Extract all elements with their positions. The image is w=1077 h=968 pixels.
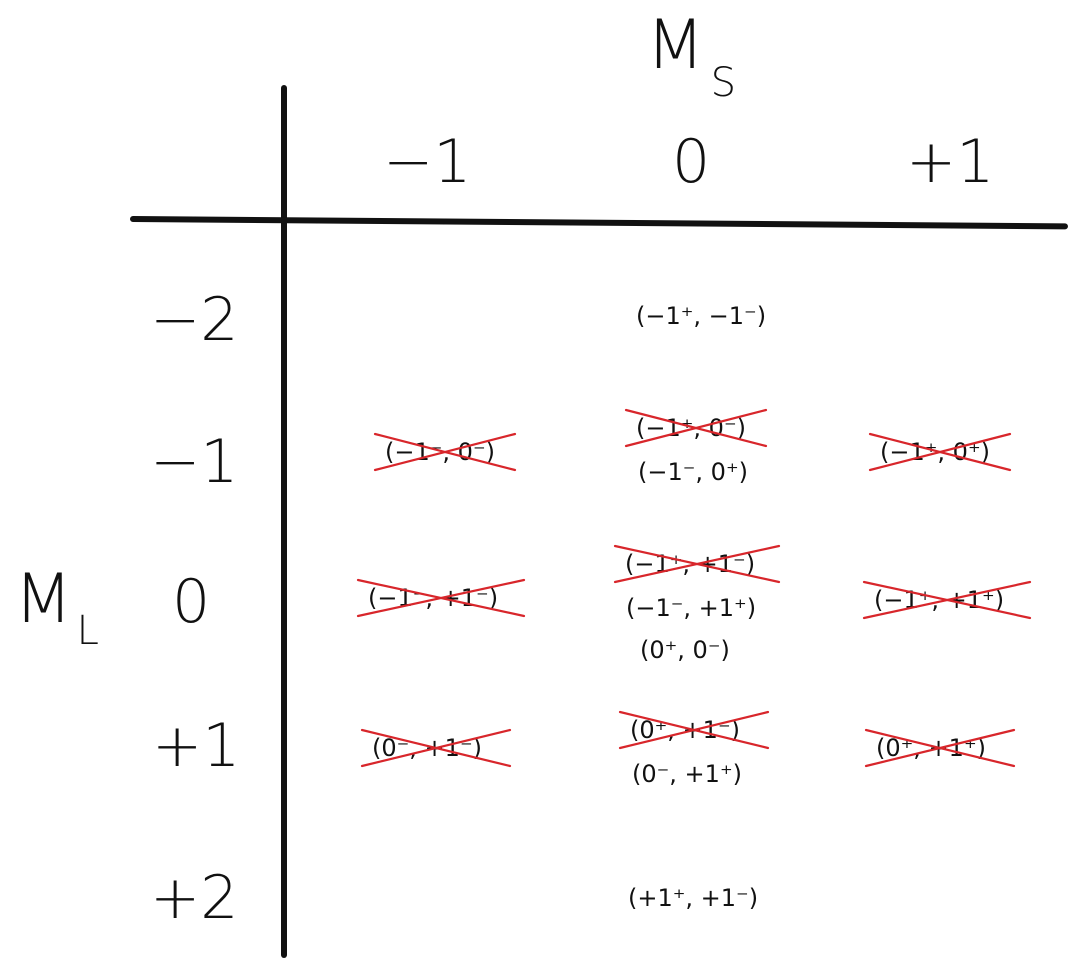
microstate-cell-crossed-out: (−1⁺, +1⁺) (862, 580, 1032, 620)
column-header-ms-minus-1: −1 (383, 127, 472, 197)
microstate-cell-crossed-out: (−1⁺, +1⁻) (613, 544, 781, 584)
microstate-label: (−1⁺, 0⁺) (880, 438, 990, 466)
ms-axis-symbol: M (646, 6, 705, 85)
microstate-label: (−1⁻, +1⁻) (368, 584, 499, 612)
microstate-label: (−1⁺, +1⁻) (625, 550, 756, 578)
microstate-cell-crossed-out: (−1⁺, 0⁻) (624, 408, 768, 448)
microstate-label: (−1⁻, 0⁻) (385, 438, 495, 466)
column-header-ms-plus-1: +1 (906, 127, 995, 197)
row-header-ml-minus-2: −2 (150, 285, 239, 355)
microstate-cell-crossed-out: (0⁺, +1⁻) (618, 710, 770, 750)
ml-axis-subscript: L (76, 608, 99, 654)
table-vertical-rule (281, 85, 287, 958)
microstate-cell: (+1⁺, +1⁻) (628, 884, 759, 912)
microstate-cell-crossed-out: (−1⁻, +1⁻) (356, 578, 526, 618)
row-header-ml-0: 0 (172, 567, 211, 637)
row-header-ml-plus-2: +2 (150, 863, 239, 933)
row-header-ml-minus-1: −1 (150, 427, 239, 497)
microstate-label: (0⁺, +1⁺) (876, 734, 986, 762)
microstate-cell-crossed-out: (−1⁺, 0⁺) (868, 432, 1012, 472)
microstate-label: (0⁺, +1⁻) (630, 716, 740, 744)
microstate-cell: (0⁺, 0⁻) (640, 636, 730, 664)
microstate-cell-crossed-out: (0⁻, +1⁻) (360, 728, 512, 768)
microstate-label: (0⁻, +1⁻) (372, 734, 482, 762)
microstate-label: (−1⁺, +1⁺) (874, 586, 1005, 614)
microstate-cell-crossed-out: (−1⁻, 0⁻) (373, 432, 517, 472)
ml-axis-symbol: M (14, 560, 73, 639)
ms-axis-subscript: S (710, 60, 737, 106)
microstate-cell: (−1⁺, −1⁻) (636, 302, 767, 330)
column-header-ms-0: 0 (672, 127, 711, 197)
row-header-ml-plus-1: +1 (152, 711, 241, 781)
microstate-cell-crossed-out: (0⁺, +1⁺) (864, 728, 1016, 768)
microstate-label: (−1⁺, 0⁻) (636, 414, 746, 442)
table-horizontal-rule (129, 216, 1068, 230)
microstate-cell: (−1⁻, +1⁺) (626, 594, 757, 622)
microstate-cell: (−1⁻, 0⁺) (638, 458, 748, 486)
microstate-cell: (0⁻, +1⁺) (632, 760, 742, 788)
